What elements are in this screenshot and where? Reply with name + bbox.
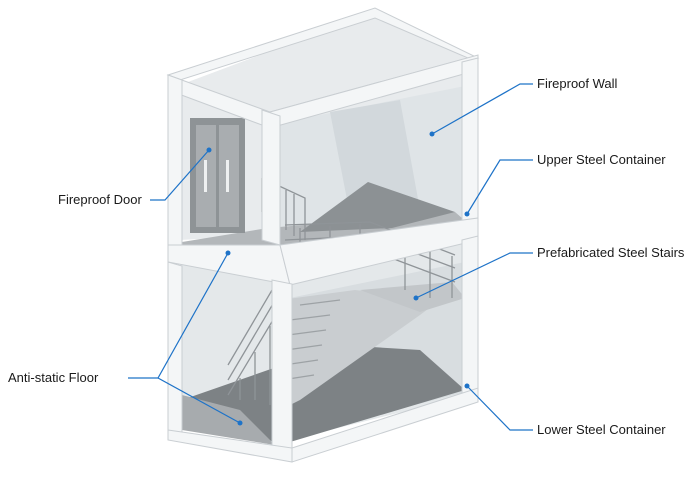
leader-anti-static-floor-b bbox=[157, 377, 241, 424]
dot-prefabricated-steel-stairs bbox=[413, 295, 419, 301]
label-upper-steel-container: Upper Steel Container bbox=[537, 152, 666, 167]
upper-left-column bbox=[167, 74, 183, 261]
leader-upper-steel-container bbox=[466, 159, 533, 215]
door-window-right bbox=[226, 160, 229, 192]
steel-frame bbox=[166, 7, 480, 463]
upper-floor-opening bbox=[300, 182, 455, 232]
dot-upper-steel-container bbox=[464, 211, 470, 217]
leader-prefabricated-steel-stairs bbox=[415, 252, 533, 299]
dot-fireproof-door bbox=[206, 147, 212, 153]
leader-fireproof-door bbox=[150, 149, 210, 201]
leader-dots bbox=[206, 131, 470, 426]
dot-anti-static-floor-upper bbox=[225, 250, 231, 256]
door-window-left bbox=[204, 160, 207, 192]
label-fireproof-wall: Fireproof Wall bbox=[537, 76, 618, 91]
building-illustration bbox=[166, 7, 480, 463]
label-lower-steel-container: Lower Steel Container bbox=[537, 422, 666, 437]
wall-shadow bbox=[330, 100, 420, 215]
dot-lower-steel-container bbox=[464, 383, 470, 389]
upper-front-column bbox=[261, 109, 281, 246]
dot-anti-static-floor-lower bbox=[237, 420, 243, 426]
label-fireproof-door: Fireproof Door bbox=[58, 192, 142, 207]
lower-floor bbox=[182, 345, 465, 445]
lower-right-column bbox=[461, 235, 479, 397]
bottom-right-beam bbox=[291, 387, 479, 463]
lower-left-column bbox=[167, 261, 183, 441]
leader-lines bbox=[128, 83, 533, 431]
leader-lower-steel-container bbox=[466, 385, 533, 431]
lower-floor-near bbox=[182, 395, 275, 445]
stair-stringer bbox=[280, 290, 440, 410]
leader-fireproof-wall bbox=[431, 83, 533, 135]
lower-front-column bbox=[271, 279, 293, 461]
label-anti-static-floor: Anti-static Floor bbox=[8, 370, 99, 385]
dot-fireproof-wall bbox=[429, 131, 435, 137]
stair-landing bbox=[360, 282, 465, 312]
label-prefabricated-steel-stairs: Prefabricated Steel Stairs bbox=[537, 245, 685, 260]
